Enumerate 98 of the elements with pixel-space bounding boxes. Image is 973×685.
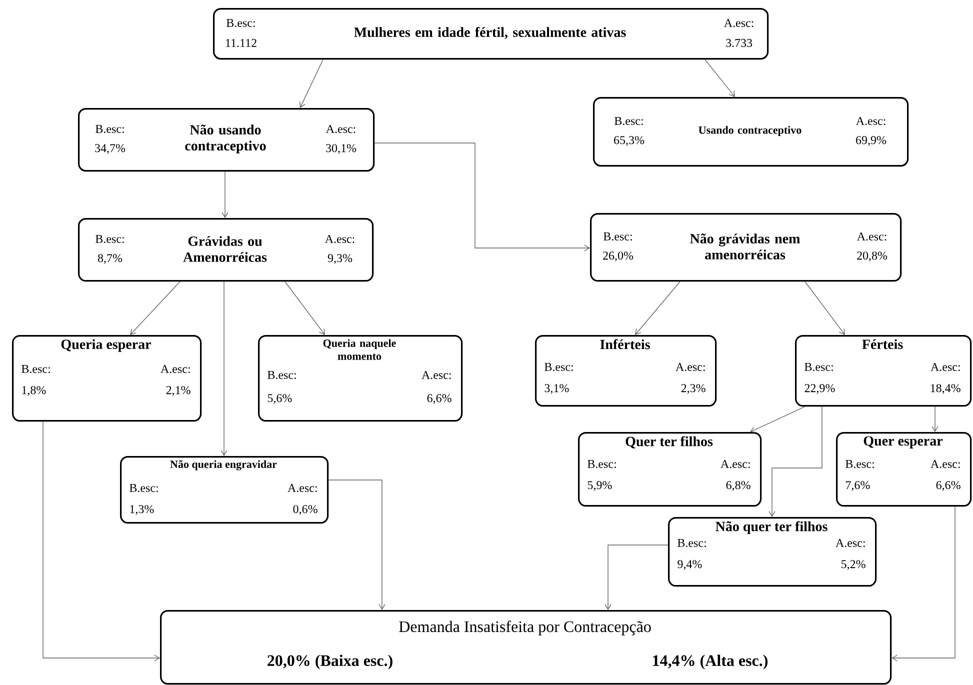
group-label: A.esc: (324, 234, 354, 244)
box-title: Não usando contraceptivo (185, 124, 266, 154)
value-text: 8,7% (98, 254, 122, 264)
group-label: B.esc: (96, 235, 124, 244)
value-text: 2,1% (166, 386, 190, 396)
process-box (12, 335, 202, 422)
value-text: 6,6% (427, 394, 452, 404)
process-box (593, 97, 909, 167)
arrow (892, 506, 956, 662)
process-box (578, 432, 762, 507)
box-title: Quer ter filhos (626, 436, 713, 448)
value-text: 65,3% (614, 136, 644, 146)
arrow (374, 142, 590, 252)
group-label: B.esc: (130, 484, 158, 492)
arrow (284, 281, 325, 335)
box-title: Não queria engravidar (170, 460, 277, 470)
value-text: 5,6% (268, 394, 292, 404)
group-label: B.esc: (226, 18, 255, 28)
arrow (932, 406, 938, 432)
group-label: A.esc: (422, 370, 451, 380)
arrow (804, 281, 846, 335)
value-text: 1,8% (22, 386, 46, 396)
arrow (130, 281, 180, 335)
value-text: 1,3% (130, 505, 154, 515)
group-label: A.esc: (288, 484, 317, 492)
box-title: Queria esperar (61, 339, 151, 352)
value-text: 6,6% (936, 481, 960, 491)
process-box (535, 335, 717, 407)
arrow (328, 480, 386, 610)
value-text: 30,1% (326, 144, 356, 154)
value-text: 22,9% (804, 384, 835, 394)
value-text: 5,2% (842, 560, 866, 570)
value-text: 6,8% (726, 481, 750, 491)
value-text: 5,9% (588, 481, 612, 491)
process-box (590, 213, 902, 282)
box-title: Demanda Insatisfeita por Contracepção (399, 620, 651, 636)
group-label: B.esc: (804, 363, 833, 372)
value-text: 20,0% (Baixa esc.) (268, 654, 392, 670)
group-label: A.esc: (930, 362, 960, 372)
value-text: 7,6% (846, 481, 870, 491)
arrow (220, 281, 228, 456)
arrow (299, 59, 324, 108)
box-title: Mulheres em idade fértil, sexualmente ativas (354, 26, 626, 39)
group-label: B.esc: (604, 232, 632, 241)
value-text: 3.733 (726, 38, 752, 48)
group-label: A.esc: (676, 362, 705, 372)
group-label: B.esc: (678, 539, 706, 548)
arrow (42, 421, 160, 662)
group-label: B.esc: (846, 460, 874, 468)
group-label: A.esc: (836, 538, 865, 548)
group-label: B.esc: (22, 365, 50, 374)
group-label: B.esc: (614, 116, 643, 126)
process-box (668, 517, 877, 587)
process-box (120, 456, 329, 524)
value-text: 2,3% (681, 384, 706, 394)
box-title: Queria naquele momento (323, 339, 396, 360)
value-text: 20,8% (857, 252, 888, 262)
group-label: A.esc: (856, 116, 886, 126)
process-box (258, 335, 463, 422)
value-text: 9,3% (328, 254, 352, 264)
value-text: 34,7% (95, 144, 126, 154)
arrow (768, 406, 822, 517)
group-label: B.esc: (588, 460, 616, 468)
arrow (635, 281, 680, 335)
arrow (704, 59, 736, 97)
box-title: Não quer ter filhos (716, 521, 828, 534)
group-label: B.esc: (268, 371, 296, 380)
box-title: Usando contraceptivo (698, 126, 802, 136)
value-text: 0,6% (293, 505, 318, 515)
value-text: 9,4% (678, 560, 702, 570)
group-label: A.esc: (720, 460, 750, 468)
value-text: 69,9% (856, 136, 886, 146)
process-box (78, 108, 375, 172)
arrow (222, 171, 228, 218)
box-title: Grávidas ou Amenorréicas (183, 236, 267, 262)
box-title: Inférteis (600, 339, 650, 350)
process-box (78, 218, 374, 282)
group-label: B.esc: (544, 363, 573, 372)
process-box (213, 8, 769, 60)
group-label: A.esc: (930, 460, 960, 468)
group-label: B.esc: (96, 124, 124, 134)
value-text: 3,1% (544, 384, 569, 394)
box-title: Férteis (862, 339, 903, 350)
group-label: A.esc: (326, 124, 356, 134)
value-text: 26,0% (603, 252, 634, 262)
value-text: 18,4% (930, 384, 960, 394)
group-label: A.esc: (724, 18, 754, 28)
group-label: A.esc: (160, 364, 190, 374)
arrow (750, 406, 806, 433)
process-box (795, 335, 972, 407)
box-title: Quer esperar (864, 436, 943, 448)
process-box (160, 610, 892, 685)
process-box (836, 432, 972, 507)
group-label: A.esc: (856, 232, 886, 241)
value-text: 11.112 (226, 38, 256, 48)
arrow (604, 544, 668, 610)
box-title: Não grávidas nem amenorréicas (690, 234, 800, 260)
value-text: 14,4% (Alta esc.) (653, 654, 768, 670)
